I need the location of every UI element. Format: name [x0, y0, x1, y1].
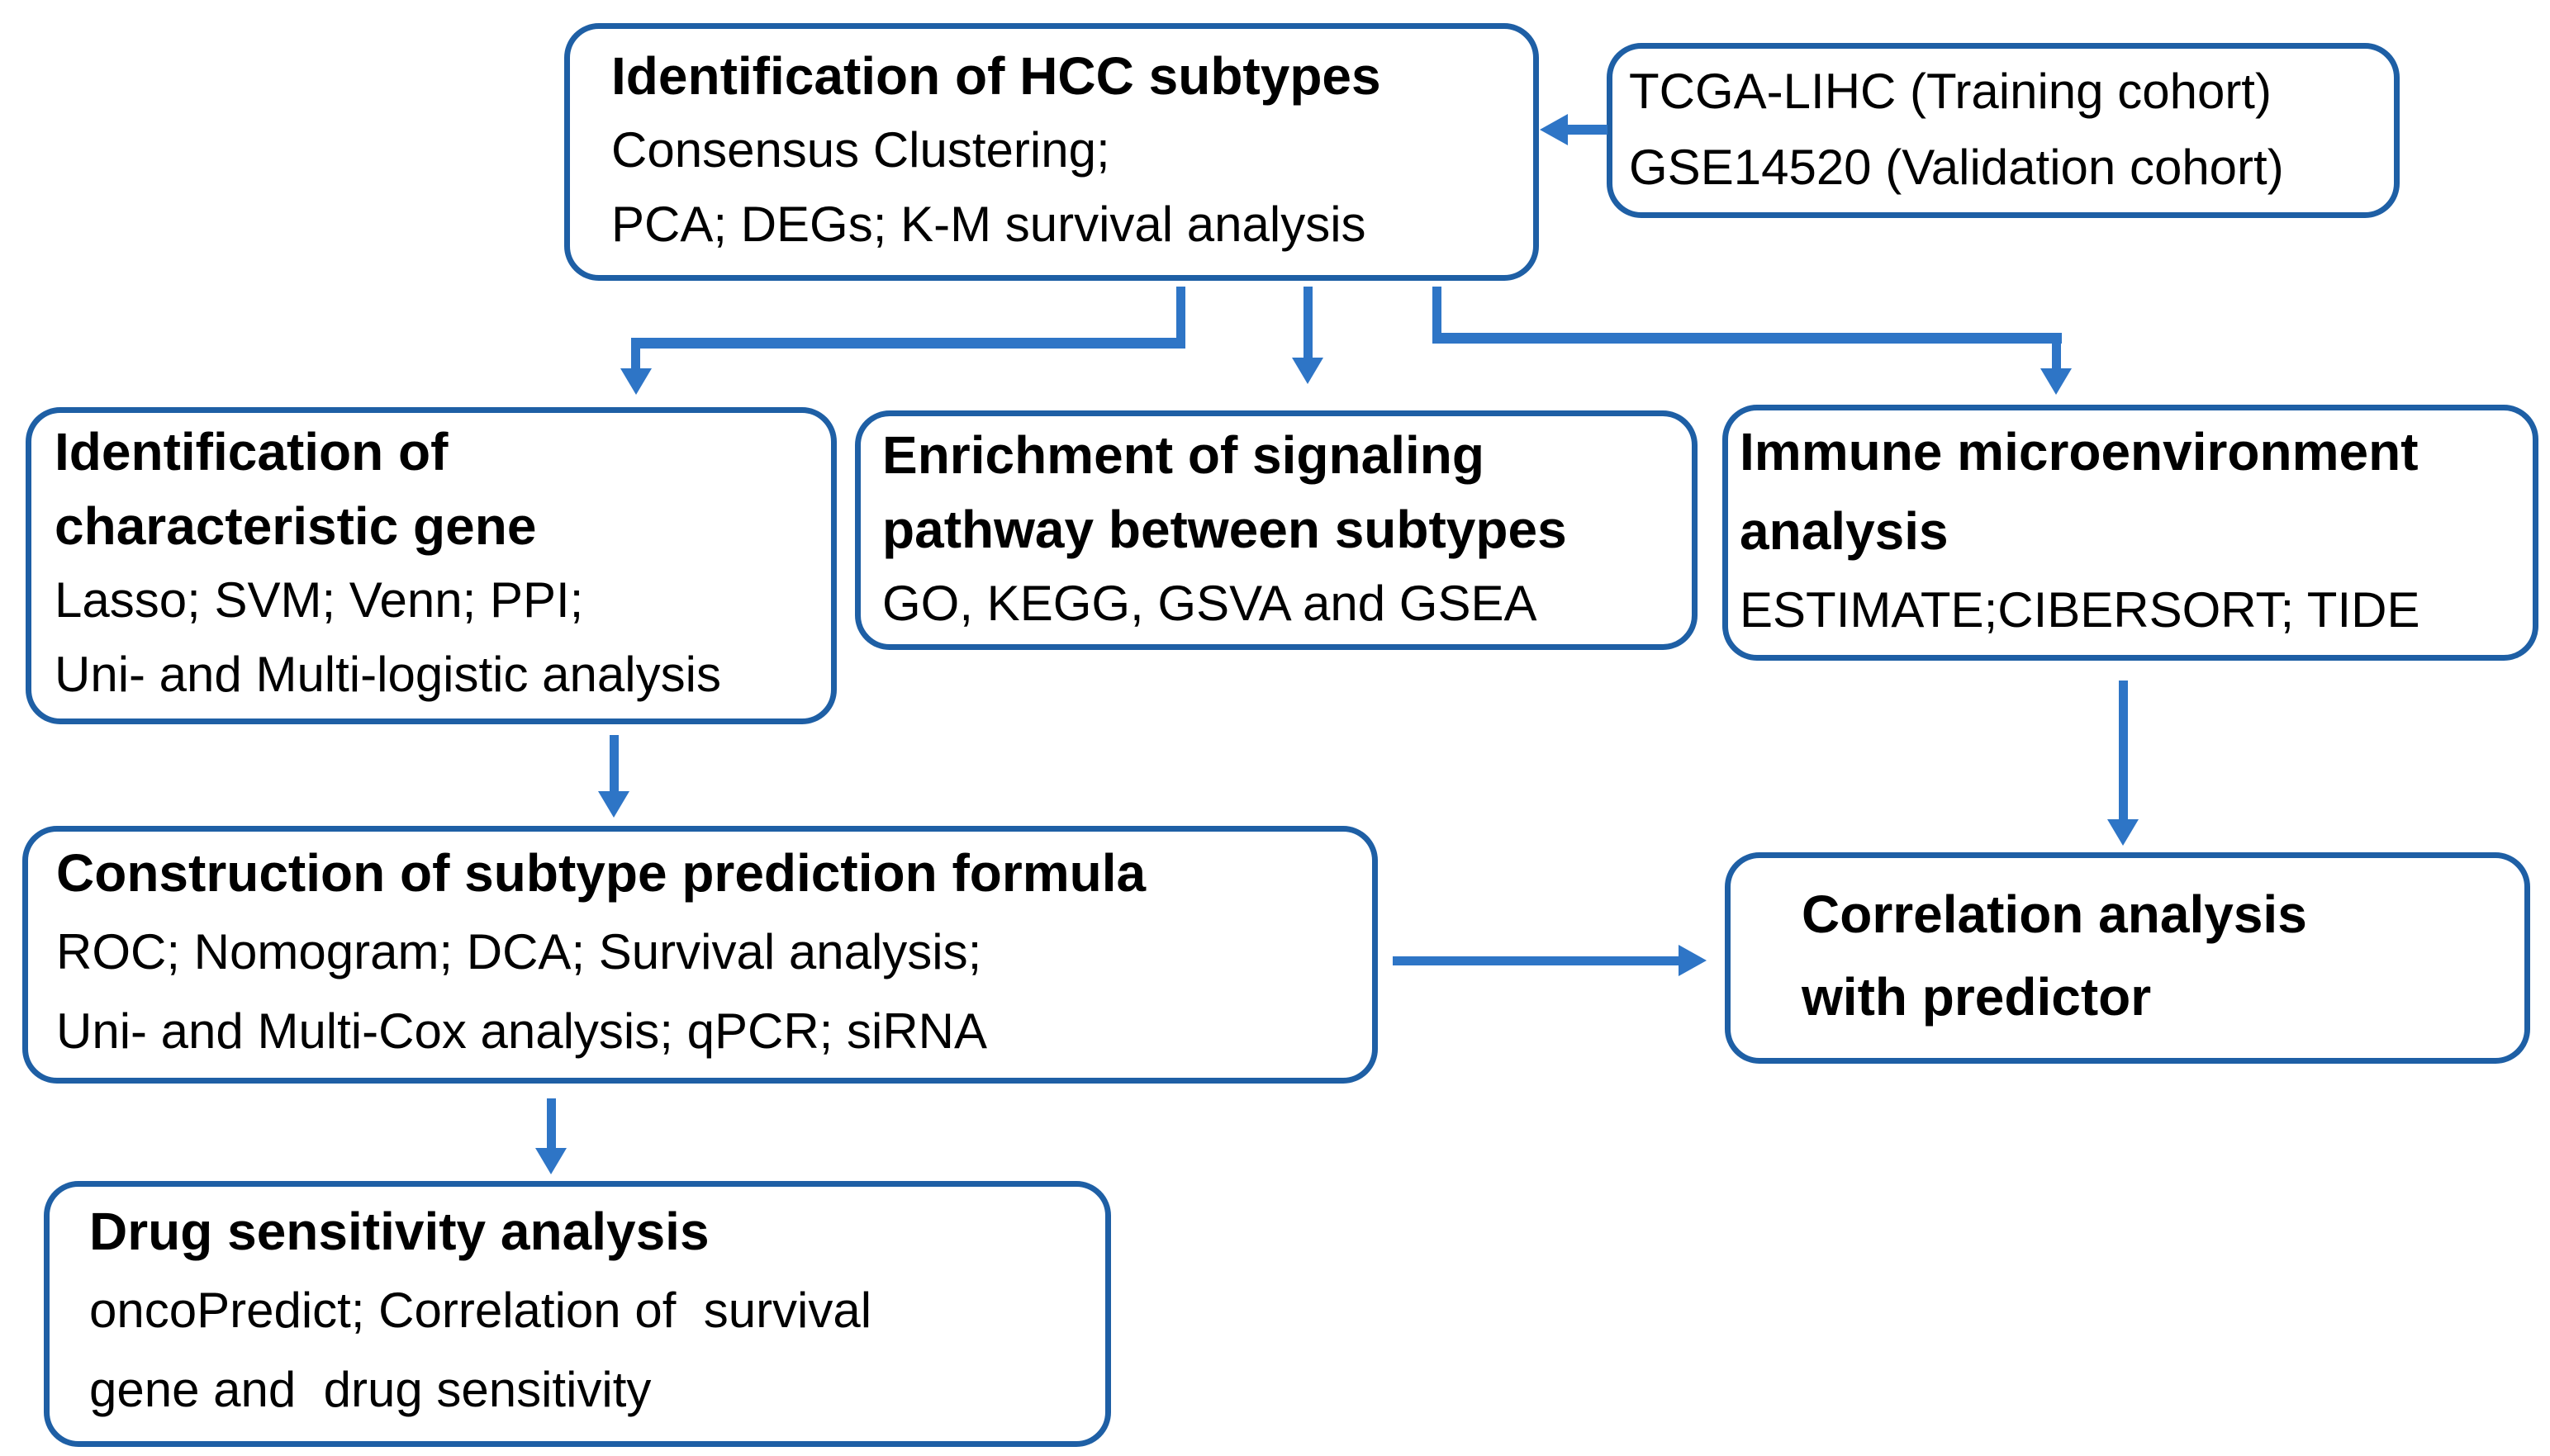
arrow-construction-to-drug-head [535, 1148, 567, 1174]
box-drug-sensitivity-line: oncoPredict; Correlation of survival [89, 1283, 872, 1338]
box-hcc-subtypes-line: Consensus Clustering; [611, 122, 1110, 178]
arrow-cohorts-to-hcc-shaft [1566, 125, 1607, 135]
arrow-hcc-to-chargene-head [620, 368, 652, 395]
arrow-chargene-to-construction-shaft [610, 735, 619, 793]
box-enrichment-title: Enrichment of signaling [882, 425, 1484, 485]
box-immune-title: analysis [1740, 501, 1949, 561]
box-immune-line: ESTIMATE;CIBERSORT; TIDE [1740, 582, 2420, 638]
arrow-hcc-to-immune-drop [2052, 342, 2061, 370]
box-enrichment-title: pathway between subtypes [882, 500, 1567, 559]
box-enrichment: Enrichment of signaling pathway between … [855, 410, 1698, 650]
box-characteristic-gene-title: characteristic gene [55, 496, 537, 556]
arrow-hcc-to-chargene-drop [631, 347, 640, 370]
box-characteristic-gene-line: Uni- and Multi-logistic analysis [55, 647, 721, 702]
arrow-hcc-to-chargene-horizontal [631, 338, 1185, 349]
box-hcc-subtypes: Identification of HCC subtypes Consensus… [564, 23, 1539, 281]
box-immune: Immune microenvironment analysis ESTIMAT… [1722, 405, 2538, 661]
box-hcc-subtypes-line: PCA; DEGs; K-M survival analysis [611, 197, 1366, 252]
arrow-hcc-to-chargene-stub [1176, 287, 1185, 346]
box-drug-sensitivity: Drug sensitivity analysis oncoPredict; C… [44, 1181, 1111, 1447]
box-cohorts: TCGA-LIHC (Training cohort) GSE14520 (Va… [1607, 43, 2400, 218]
arrow-construction-to-drug-shaft [547, 1098, 556, 1150]
arrow-hcc-to-immune-horizontal [1432, 333, 2062, 344]
box-construction-line: Uni- and Multi-Cox analysis; qPCR; siRNA [56, 1003, 987, 1059]
box-cohorts-line: GSE14520 (Validation cohort) [1629, 140, 2284, 195]
box-correlation-title: Correlation analysis [1802, 885, 2307, 944]
box-characteristic-gene: Identification of characteristic gene La… [26, 407, 837, 724]
box-cohorts-line: TCGA-LIHC (Training cohort) [1629, 64, 2272, 119]
box-immune-title: Immune microenvironment [1740, 422, 2419, 481]
arrow-hcc-to-enrichment-shaft [1303, 287, 1313, 359]
arrow-immune-to-correlation-head [2107, 819, 2139, 846]
arrow-construction-to-correlation-shaft [1393, 956, 1679, 965]
box-correlation-title: with predictor [1802, 967, 2152, 1027]
box-characteristic-gene-line: Lasso; SVM; Venn; PPI; [55, 572, 584, 628]
box-correlation: Correlation analysis with predictor [1725, 852, 2530, 1064]
box-drug-sensitivity-line: gene and drug sensitivity [89, 1362, 652, 1417]
box-characteristic-gene-title: Identification of [55, 422, 449, 481]
arrow-hcc-to-enrichment-head [1292, 358, 1323, 384]
box-construction: Construction of subtype prediction formu… [22, 826, 1378, 1084]
arrow-chargene-to-construction-head [598, 791, 629, 818]
arrow-immune-to-correlation-shaft [2119, 681, 2128, 821]
box-hcc-subtypes-title: Identification of HCC subtypes [611, 46, 1381, 106]
arrow-hcc-to-immune-stub [1432, 287, 1441, 341]
arrow-construction-to-correlation-head [1679, 945, 1707, 976]
box-construction-title: Construction of subtype prediction formu… [56, 843, 1147, 903]
box-enrichment-line: GO, KEGG, GSVA and GSEA [882, 576, 1537, 631]
arrow-hcc-to-immune-head [2040, 368, 2072, 395]
box-construction-line: ROC; Nomogram; DCA; Survival analysis; [56, 924, 982, 979]
box-drug-sensitivity-title: Drug sensitivity analysis [89, 1202, 710, 1261]
arrow-cohorts-to-hcc-head [1540, 114, 1568, 145]
